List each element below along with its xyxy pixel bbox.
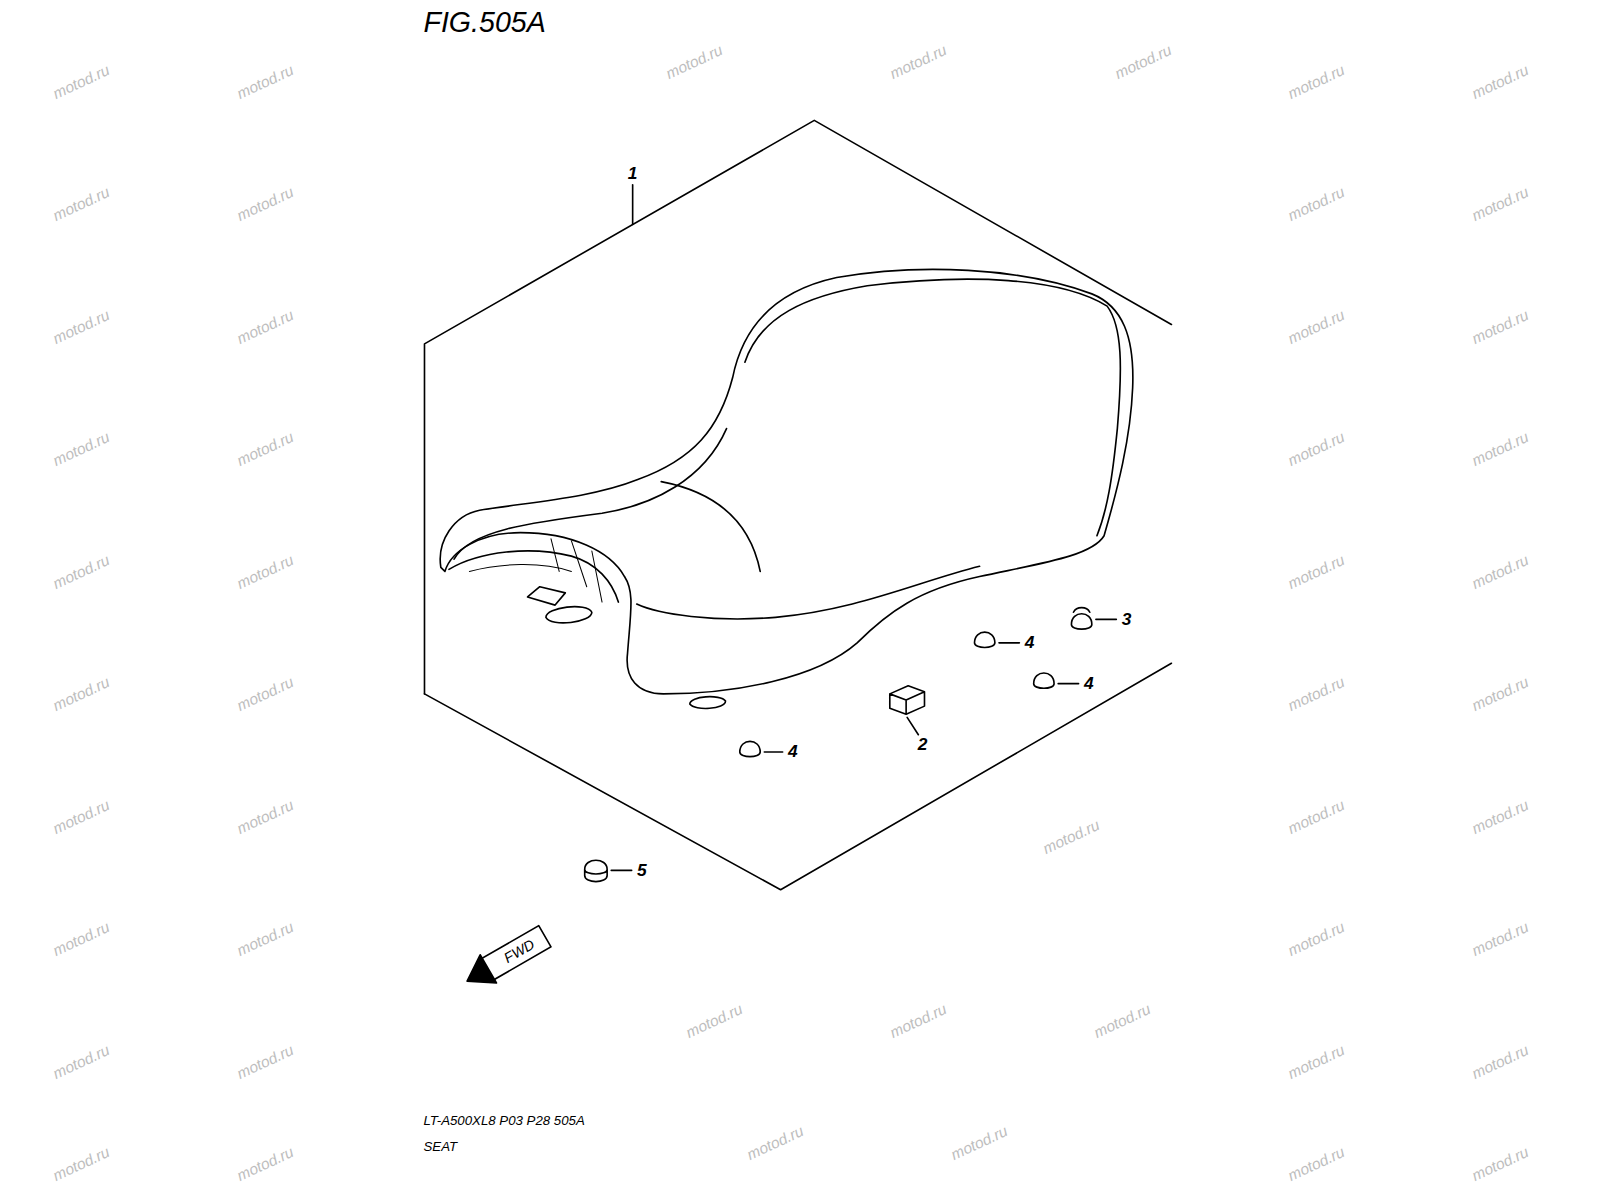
block-part xyxy=(890,686,925,715)
watermark: motod.ru xyxy=(51,184,112,223)
watermark: motod.ru xyxy=(1286,919,1347,958)
watermark: motod.ru xyxy=(235,429,296,468)
watermark: motod.ru xyxy=(235,1144,296,1183)
watermark: motod.ru xyxy=(1286,1042,1347,1081)
watermark: motod.ru xyxy=(1041,817,1102,856)
leader-line xyxy=(1096,619,1116,621)
seat-tab xyxy=(690,697,726,709)
figure-title: FIG.505A xyxy=(423,8,545,37)
group-frame xyxy=(424,120,1171,693)
watermark: motod.ru xyxy=(1286,62,1347,101)
seat-seam xyxy=(454,429,726,560)
watermark: motod.ru xyxy=(235,552,296,591)
leader-line xyxy=(611,870,631,872)
watermark: motod.ru xyxy=(235,919,296,958)
leader-line xyxy=(907,717,918,734)
watermark: motod.ru xyxy=(1286,184,1347,223)
watermark: motod.ru xyxy=(1286,797,1347,836)
seat-tab xyxy=(528,587,566,605)
watermark: motod.ru xyxy=(235,62,296,101)
cushion-part xyxy=(740,741,760,756)
watermark: motod.ru xyxy=(1469,674,1530,713)
watermark: motod.ru xyxy=(1092,1001,1153,1040)
watermark: motod.ru xyxy=(1469,1144,1530,1183)
watermark: motod.ru xyxy=(1469,62,1530,101)
seat-tab xyxy=(546,607,592,623)
watermark: motod.ru xyxy=(1469,307,1530,346)
callout-number: 3 xyxy=(1122,611,1132,628)
watermark: motod.ru xyxy=(1469,552,1530,591)
callout-number: 2 xyxy=(918,736,928,753)
watermark: motod.ru xyxy=(235,307,296,346)
watermark: motod.ru xyxy=(1286,552,1347,591)
callout-number: 4 xyxy=(788,743,798,760)
watermark: motod.ru xyxy=(51,919,112,958)
leader-line xyxy=(632,185,634,225)
callout-number: 1 xyxy=(628,165,638,182)
watermark: motod.ru xyxy=(1286,307,1347,346)
seat-seam xyxy=(745,279,1121,536)
watermark: motod.ru xyxy=(1469,184,1530,223)
callout-number: 4 xyxy=(1025,634,1035,651)
callout-number: 4 xyxy=(1084,675,1094,692)
watermark: motod.ru xyxy=(51,62,112,101)
watermark: motod.ru xyxy=(51,1042,112,1081)
forward-arrow xyxy=(482,926,551,980)
watermark: motod.ru xyxy=(888,1001,949,1040)
watermark: motod.ru xyxy=(235,674,296,713)
watermark: motod.ru xyxy=(51,429,112,468)
watermark: motod.ru xyxy=(51,1144,112,1183)
watermark: motod.ru xyxy=(51,674,112,713)
cushion-part xyxy=(1034,673,1054,688)
leader-line xyxy=(999,642,1019,644)
watermark: motod.ru xyxy=(1286,429,1347,468)
watermark: motod.ru xyxy=(1469,429,1530,468)
watermark: motod.ru xyxy=(684,1001,745,1040)
callout-number: 5 xyxy=(637,862,647,879)
seat-outline xyxy=(440,269,1133,693)
seat-underside xyxy=(637,566,980,619)
leader-line xyxy=(1058,683,1078,685)
model-code: LT-A500XL8 P03 P28 505A xyxy=(423,1114,584,1127)
seat-crease xyxy=(661,482,760,572)
watermark: motod.ru xyxy=(51,552,112,591)
watermark: motod.ru xyxy=(745,1123,806,1162)
leader-line xyxy=(764,751,782,753)
cap-part xyxy=(1071,608,1091,629)
grommet-part xyxy=(585,860,607,881)
watermark: motod.ru xyxy=(1286,674,1347,713)
watermark: motod.ru xyxy=(235,184,296,223)
watermark: motod.ru xyxy=(888,42,949,81)
watermark: motod.ru xyxy=(1469,1042,1530,1081)
watermark: motod.ru xyxy=(1286,1144,1347,1183)
watermark: motod.ru xyxy=(1469,797,1530,836)
watermark: motod.ru xyxy=(663,42,724,81)
seat-opening xyxy=(469,565,571,572)
cushion-part xyxy=(974,632,994,647)
watermark: motod.ru xyxy=(949,1123,1010,1162)
watermark: motod.ru xyxy=(51,797,112,836)
section-name: SEAT xyxy=(423,1140,457,1153)
forward-label: FWD xyxy=(502,937,537,966)
watermark: motod.ru xyxy=(51,307,112,346)
group-frame xyxy=(424,663,1171,890)
watermark: motod.ru xyxy=(235,797,296,836)
watermark: motod.ru xyxy=(1469,919,1530,958)
watermark: motod.ru xyxy=(1112,42,1173,81)
watermark: motod.ru xyxy=(235,1042,296,1081)
